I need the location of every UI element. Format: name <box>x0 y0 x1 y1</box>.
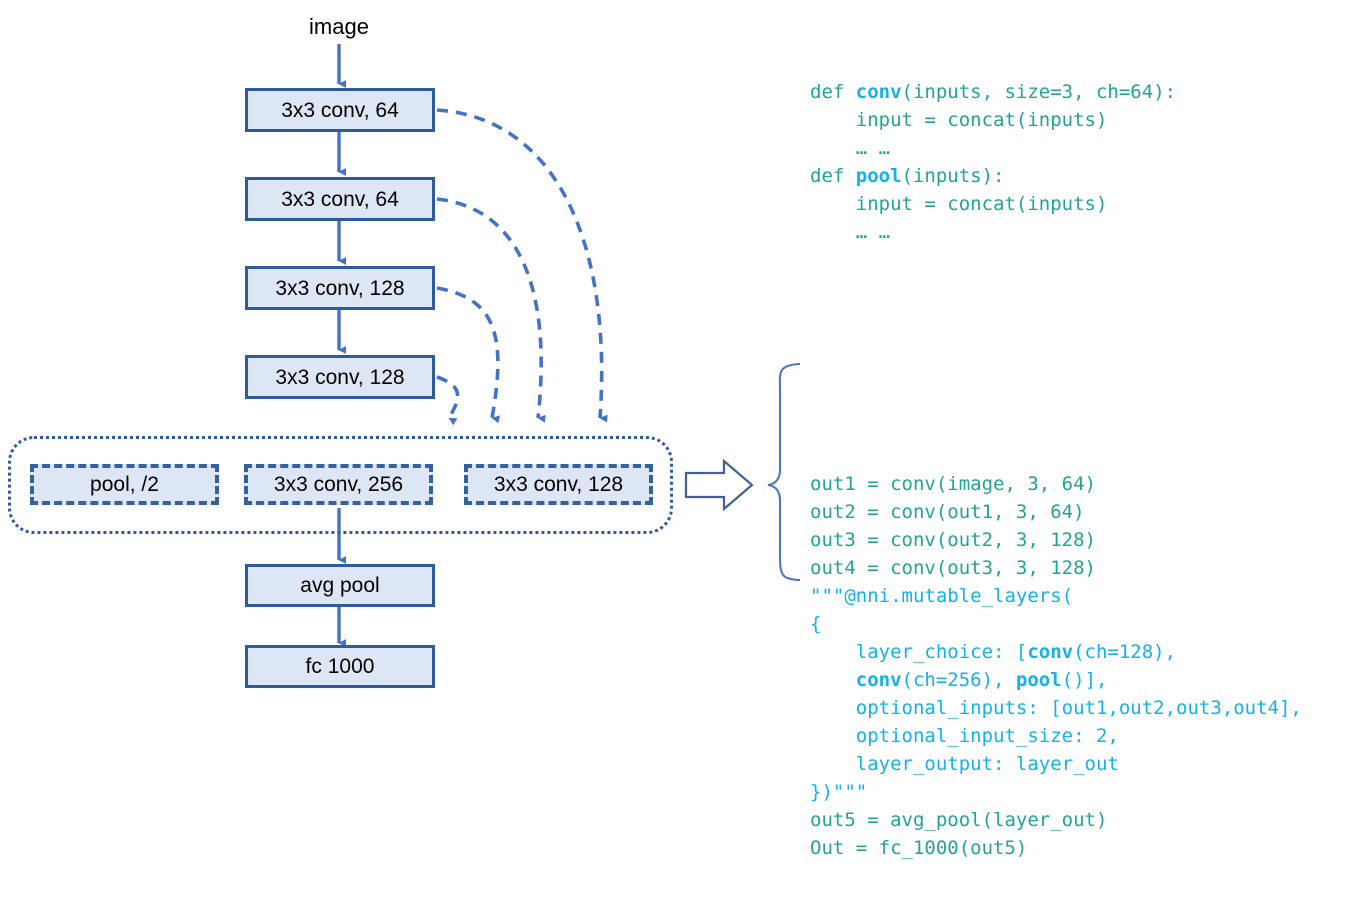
code-def-line-3: … … <box>810 137 891 159</box>
block-arrow-icon <box>684 458 754 512</box>
node-conv-4[interactable]: 3x3 conv, 128 <box>245 355 435 399</box>
choice-option-conv-128[interactable]: 3x3 conv, 128 <box>464 464 653 505</box>
code-model-line-7: layer_choice: [conv(ch=128), <box>810 641 1177 663</box>
mutable-layer-group <box>8 436 673 534</box>
code-def-line-6: … … <box>810 221 891 243</box>
code-panel: def conv(inputs, size=3, ch=64): input =… <box>810 22 1360 918</box>
code-model-line-2: out2 = conv(out1, 3, 64) <box>810 501 1085 523</box>
node-avg-pool[interactable]: avg pool <box>245 564 435 607</box>
code-def-line-5: input = concat(inputs) <box>810 193 1108 215</box>
choice-option-conv-256[interactable]: 3x3 conv, 256 <box>244 464 433 505</box>
code-model-line-11: layer_output: layer_out <box>810 753 1119 775</box>
code-model-line-10: optional_input_size: 2, <box>810 725 1119 747</box>
diagram-canvas: image 3x3 conv, 64 3x3 conv, 64 3x3 conv… <box>8 14 1302 859</box>
code-model-line-12: })""" <box>810 781 868 803</box>
input-label: image <box>309 14 369 39</box>
choice-option-pool[interactable]: pool, /2 <box>30 464 219 505</box>
connector-layer <box>337 44 801 647</box>
code-def-line-1: def conv(inputs, size=3, ch=64): <box>810 81 1177 103</box>
code-model-line-4: out4 = conv(out3, 3, 128) <box>810 557 1096 579</box>
code-spacer <box>810 302 1360 330</box>
code-model-line-6: { <box>810 613 822 635</box>
node-conv-1[interactable]: 3x3 conv, 64 <box>245 88 435 132</box>
code-def-line-4: def pool(inputs): <box>810 165 1005 187</box>
code-spacer-2 <box>810 386 1360 414</box>
code-model-line-13: out5 = avg_pool(layer_out) <box>810 809 1108 831</box>
code-model-line-3: out3 = conv(out2, 3, 128) <box>810 529 1096 551</box>
skip-connectors <box>436 108 608 426</box>
node-conv-3[interactable]: 3x3 conv, 128 <box>245 266 435 310</box>
code-model-line-14: Out = fc_1000(out5) <box>810 837 1028 859</box>
code-model-line-9: optional_inputs: [out1,out2,out3,out4], <box>810 697 1302 719</box>
node-fc-1000[interactable]: fc 1000 <box>245 645 435 688</box>
code-brace <box>767 362 801 582</box>
code-block-model: out1 = conv(image, 3, 64) out2 = conv(out… <box>810 470 1360 862</box>
node-conv-2[interactable]: 3x3 conv, 64 <box>245 177 435 221</box>
code-model-line-8: conv(ch=256), pool()], <box>855 669 1108 691</box>
code-def-line-2: input = concat(inputs) <box>810 109 1108 131</box>
code-block-definitions: def conv(inputs, size=3, ch=64): input =… <box>810 78 1360 246</box>
code-model-line-5: """@nni.mutable_layers( <box>810 585 1074 607</box>
code-model-line-1: out1 = conv(image, 3, 64) <box>810 473 1096 495</box>
